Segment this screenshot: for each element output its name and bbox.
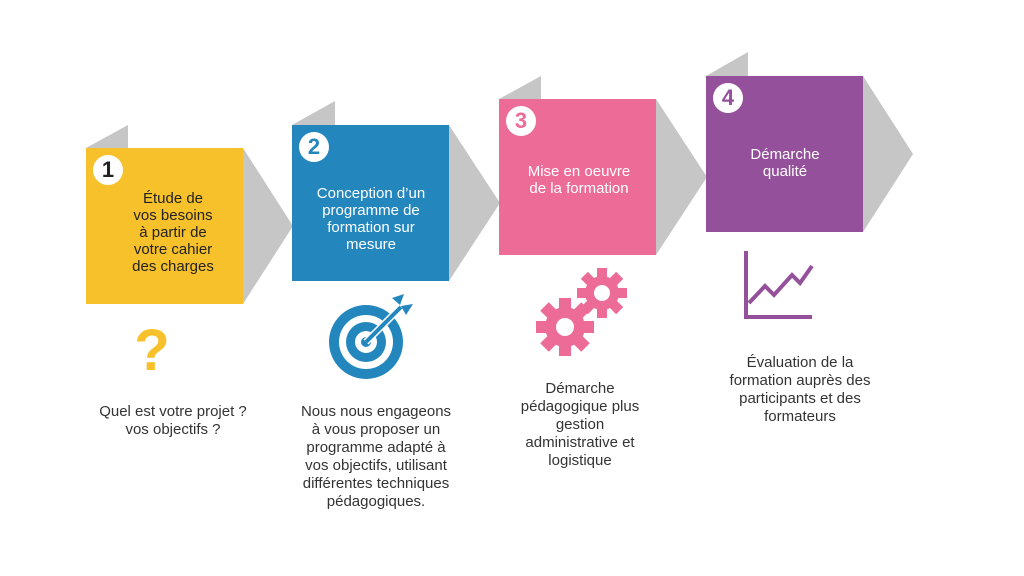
step-4-title: Démarche qualité [750,146,820,180]
step-3-arrow [656,99,707,255]
step-1-title: Étude de vos besoins à partir de votre c… [132,190,214,275]
step-4-shape [706,52,913,232]
step-2-description: Nous nous engageons à vous proposer un p… [300,403,452,510]
step-3-title: Mise en oeuvre de la formation [527,163,631,197]
step-1-arrow [243,148,293,304]
step-4-fold [706,52,748,76]
growth-chart-icon [744,251,814,319]
step-4-number-badge: 4 [713,83,743,113]
step-3-fold [499,76,541,99]
step-4-arrow [863,76,913,232]
step-2-number-badge: 2 [299,132,329,162]
step-2-title: Conception d’un programme de formation s… [316,185,426,253]
question-mark-icon: ? [134,318,170,383]
step-1-fold [86,125,128,148]
target-icon [329,294,413,379]
step-3-number-badge: 3 [506,106,536,136]
step-1-number-badge: 1 [93,155,123,185]
step-4-description: Évaluation de la formation auprès des pa… [729,354,871,425]
gears-icon [536,268,627,356]
step-2-arrow [449,125,500,281]
step-1-description: Quel est votre projet ? vos objectifs ? [99,403,247,438]
step-2-fold [292,101,335,125]
step-3-description: Démarche pédagogique plus gestion admini… [520,380,640,469]
